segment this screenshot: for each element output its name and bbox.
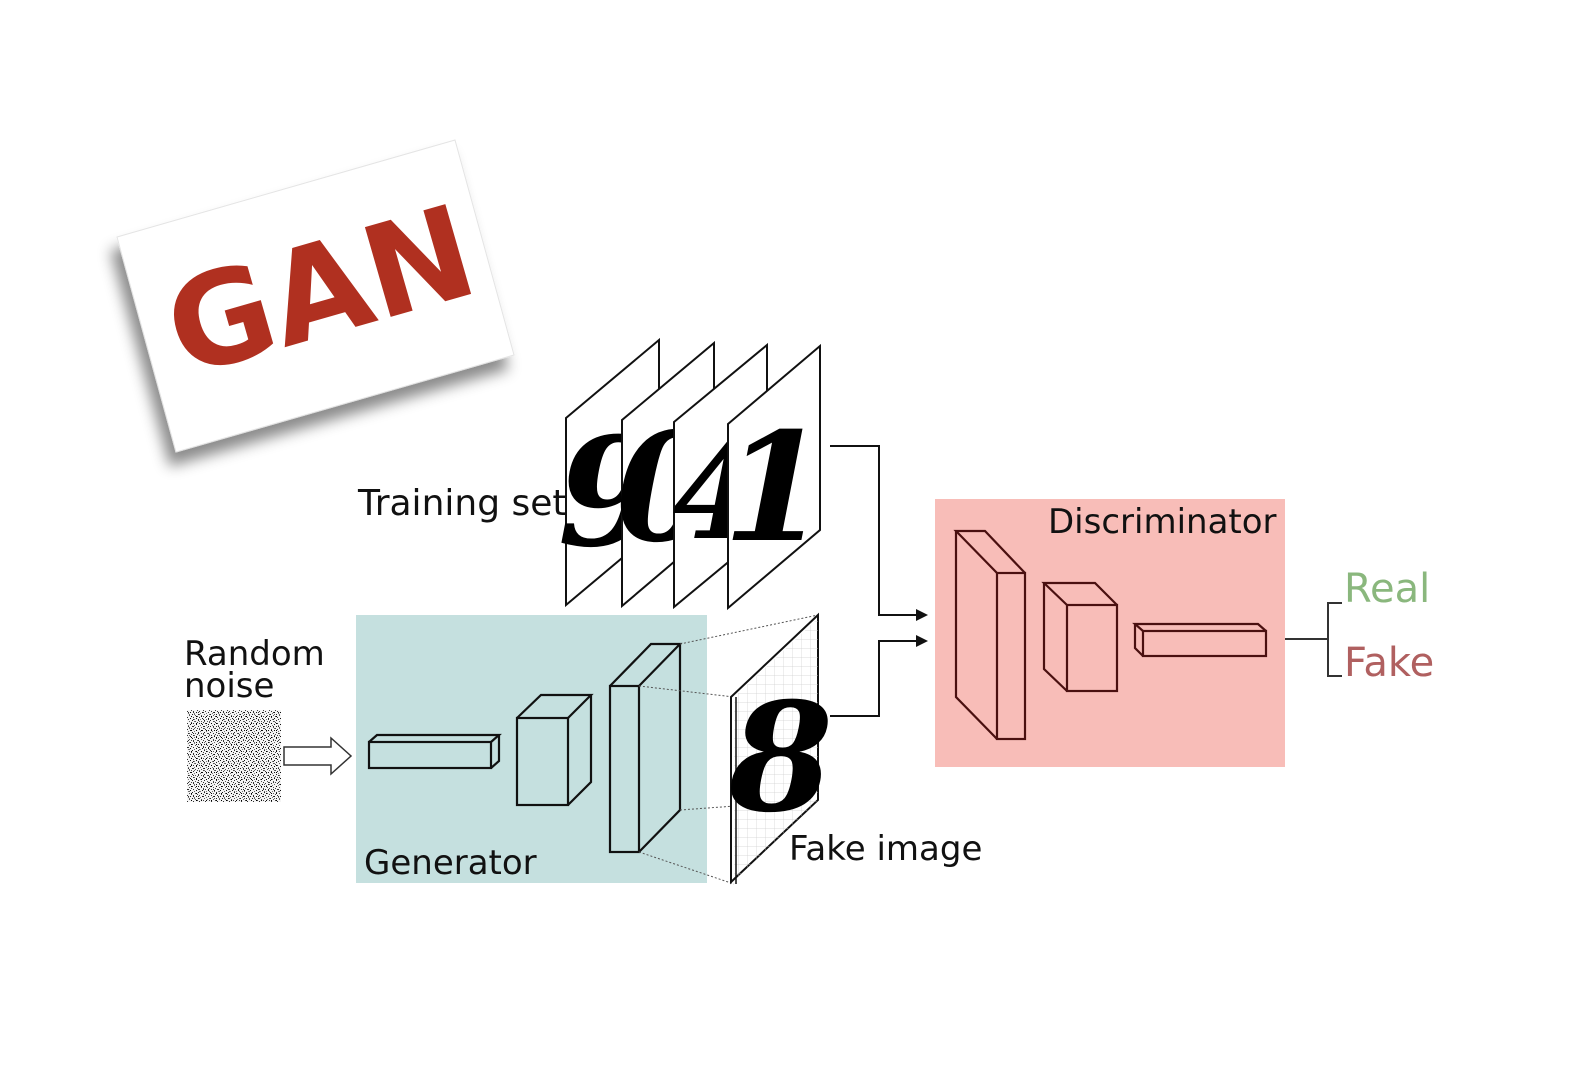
fake-image-card: 8: [728, 612, 833, 885]
generator-label: Generator: [364, 843, 537, 883]
training-digit-4: 1: [723, 400, 827, 576]
training-set-stack: 9 0 4 1: [558, 337, 827, 611]
discriminator-panel: [935, 499, 1285, 767]
discriminator-layer-2: [1041, 581, 1119, 693]
generator-layers: [367, 642, 683, 854]
output-real-label: Real: [1344, 566, 1430, 612]
generator-layer-2: [515, 693, 594, 807]
gan-title-card: GAN: [116, 139, 515, 453]
random-noise-label-line2: noise: [184, 666, 274, 706]
discriminator-label: Discriminator: [1048, 502, 1277, 542]
fake-to-discriminator-connector: [830, 635, 928, 717]
fake-image-label: Fake image: [789, 829, 982, 869]
noise-to-generator-arrow: [283, 736, 353, 776]
training-set-label: Training set: [357, 483, 567, 524]
discriminator-layer-3: [1132, 622, 1268, 658]
output-bracket: [1285, 602, 1342, 677]
training-card-4: 1: [723, 343, 827, 611]
random-noise-image: [187, 710, 281, 802]
discriminator-layer-1: [953, 529, 1027, 741]
generator-panel: [356, 615, 707, 883]
generator-layer-1: [367, 733, 502, 770]
training-to-discriminator-connector: [830, 445, 928, 621]
output-fake-label: Fake: [1344, 640, 1434, 686]
random-noise-label-line1: Random: [184, 634, 325, 674]
discriminator-layers: [953, 529, 1268, 741]
fake-image-digit: 8: [728, 670, 833, 846]
